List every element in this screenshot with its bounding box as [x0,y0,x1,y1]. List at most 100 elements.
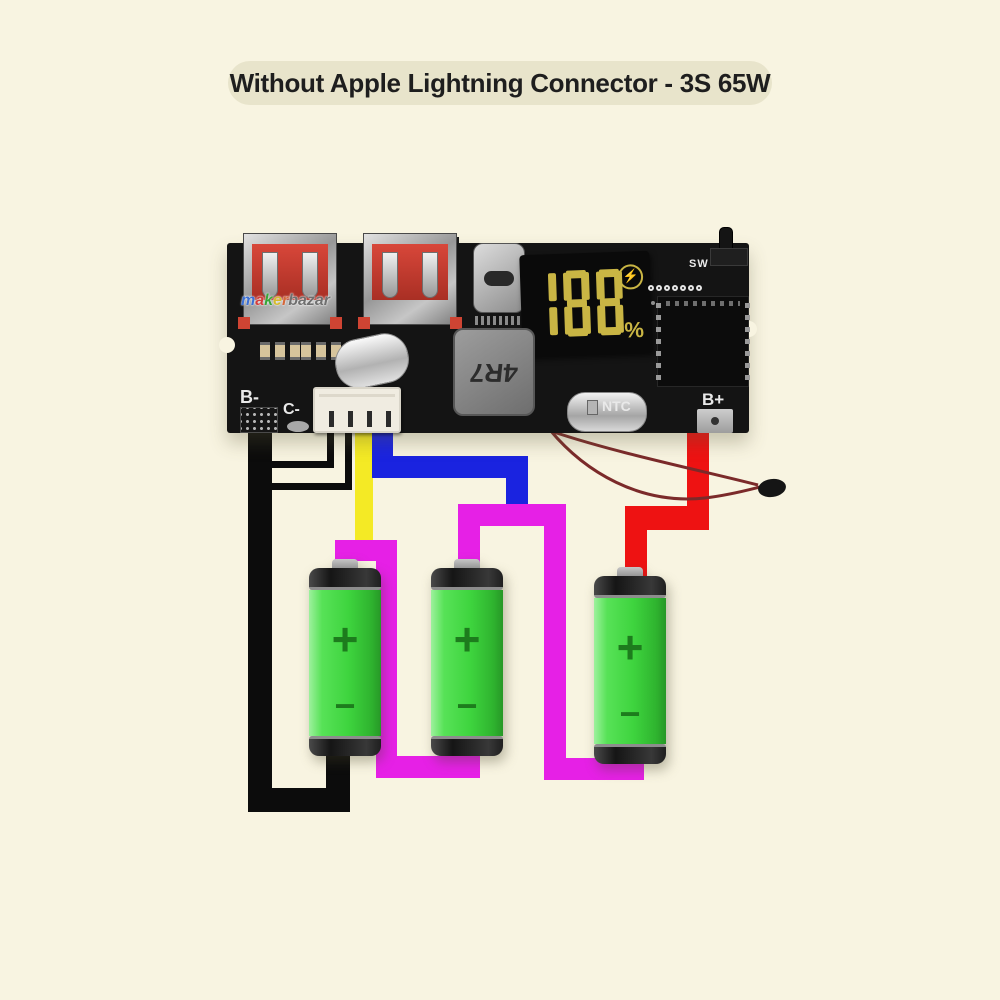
battery3-top-cap [594,576,666,598]
smd-resistor [260,342,270,360]
battery2-minus-mark: − [456,685,478,726]
balance-connector-jst [313,387,401,433]
digit-segment [564,306,574,335]
module-edge-pads [656,303,661,380]
battery1-plus-mark: + [331,613,359,665]
usbc-slot [484,271,514,286]
battery2-plus-mark: + [453,613,481,665]
balance-wire-black1-h [264,461,334,468]
bminus-label: B- [240,387,259,407]
digit-segment [597,305,607,334]
balance-wire-black2-h [264,483,352,490]
bminus-solder-pad [240,407,278,433]
digit-segment [599,297,621,307]
resistor-group-1 [260,342,300,360]
powerbank-circuit-board: makerbazar ⚡ % SW [219,227,757,433]
logo-letter: a [255,292,265,309]
battery2-bottom-cap [431,736,503,756]
battery-cell-3: + − [594,567,666,764]
battery1-top-cap [309,568,381,590]
balance-wire-yellow [355,426,373,556]
digit-segment [562,272,572,301]
logo-letter: r [281,292,289,309]
usb1-solder-tab [238,317,250,329]
brand-logo: makerbazar [241,292,330,310]
module-edge-pads [745,303,750,380]
usbc-pins [475,316,523,325]
usb1-contact [262,252,278,298]
pin-hole [688,285,694,291]
jst-pin [329,411,334,427]
usb2-solder-tab [358,317,370,329]
ntc-lead-2 [548,429,761,501]
usb2-solder-tab [450,317,462,329]
battery3-minus-mark: − [619,693,641,734]
jst-pin [367,411,372,427]
cminus-solder-pad [287,421,309,432]
usb2-contact [382,252,398,298]
jst-lip [319,394,395,397]
series-link2-top [458,504,566,526]
switch-label: SW [689,258,709,270]
pin-hole [696,285,702,291]
ntc-lead-1 [541,426,759,487]
battery2-body: + − [431,590,503,736]
digit-segment [547,273,557,302]
battery-cell-2: + − [431,559,503,756]
series-link2-vertical [544,504,566,780]
series-link1-bottom [376,756,480,778]
smd-resistor [275,342,285,360]
battery3-body: + − [594,598,666,744]
bplus-label: B+ [702,390,725,409]
display-digit [562,269,592,337]
inductor-label: 4R7 [468,357,520,388]
charge-lightning-icon: ⚡ [617,263,644,290]
ntc-component [587,400,598,415]
power-inductor: 4R7 [453,328,535,416]
smd-resistor [316,342,326,360]
jst-pin [386,411,391,427]
usb2-contact [422,252,438,298]
pin-hole [664,285,670,291]
logo-letter: e [273,292,282,309]
ntc-label: NTC [602,398,631,414]
battery3-plus-mark: + [616,621,644,673]
ntc-thermistor-bead [758,478,786,498]
daughter-module [656,296,750,387]
electrolytic-capacitor-1 [330,328,414,394]
digit-segment [530,274,539,302]
digit-segment [534,300,554,309]
electrolytic-capacitor-2 [567,392,647,432]
page-title: Without Apple Lightning Connector - 3S 6… [229,67,771,98]
balance-wire-black2-v [345,426,352,490]
logo-letter: k [264,292,274,309]
bplus-solder-pad [697,409,733,433]
battery3-bottom-cap [594,744,666,764]
bplus-pad-hole [711,417,719,425]
series-link1-vertical [376,540,397,778]
cminus-label: C- [283,401,300,418]
usb-c-port [473,243,525,313]
power-switch-body [710,248,748,266]
battery1-body: + − [309,590,381,736]
balance-wire-black1-v [327,426,334,468]
led-display: ⚡ % [519,250,653,358]
battery1-minus-mark: − [334,685,356,726]
display-digit [530,271,559,338]
battery1-bottom-cap [309,736,381,756]
usb-a-port-1 [238,233,342,329]
balance-wire-blue-h [372,456,528,478]
pad-dot [651,301,655,305]
usb1-solder-tab [330,317,342,329]
programming-holes-row [648,285,702,291]
pin-hole [672,285,678,291]
title-banner: Without Apple Lightning Connector - 3S 6… [228,61,772,105]
pin-hole [648,285,654,291]
display-digits [530,268,625,338]
smd-resistor [331,342,341,360]
logo-letter: m [241,292,256,309]
power-switch-button[interactable] [719,227,733,249]
digit-segment [566,298,588,308]
